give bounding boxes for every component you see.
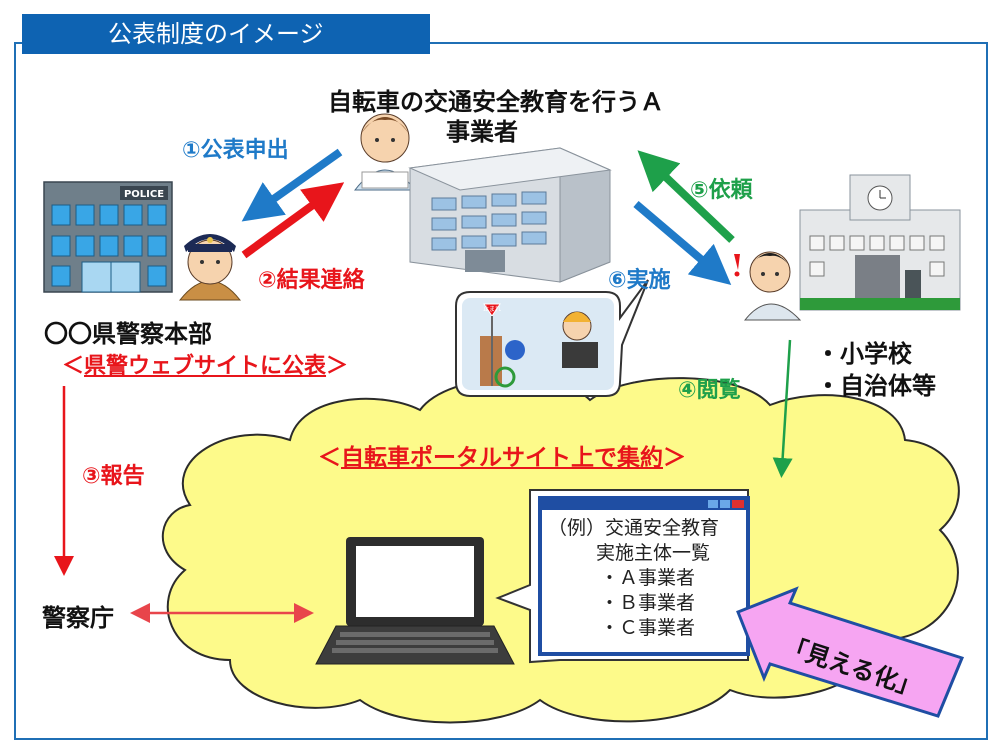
provider-name-line1: 自転車の交通安全教育を行うＡ (328, 88, 664, 116)
arrow-1-publish-request (241, 148, 343, 222)
step-2-label: ②結果連絡 (258, 268, 365, 293)
school-item-2: ・自治体等 (816, 372, 936, 400)
school-item-1: ・小学校 (816, 340, 912, 368)
publish-bracket-open: ＜ (62, 354, 85, 379)
stop-sign-text: 止まれ (483, 305, 501, 313)
office-building-icon (408, 147, 612, 283)
step-1-label: ①公表申出 (182, 138, 289, 163)
arrow-2-result-contact (241, 182, 345, 259)
arrow-5-request (637, 150, 735, 243)
list-item: ・Ｂ事業者 (600, 592, 696, 614)
provider-list: （例）交通安全教育 実施主体一覧 ・Ａ事業者 ・Ｂ事業者 ・Ｃ事業者 (548, 516, 719, 641)
police-officer-icon (178, 234, 242, 301)
step-5-label: ⑤依頼 (690, 178, 753, 203)
diagram-frame (14, 42, 988, 740)
teacher-person-icon (734, 251, 802, 321)
list-item: ・Ａ事業者 (600, 567, 696, 589)
list-heading-2: 実施主体一覧 (596, 542, 711, 564)
national-police-agency: 警察庁 (42, 604, 114, 632)
police-hq-name: 〇〇県警察本部 (44, 320, 212, 348)
implementation-bubble: 止まれ (455, 279, 649, 397)
list-heading-1: （例）交通安全教育 (548, 517, 720, 539)
step-3-label: ③報告 (82, 464, 145, 489)
publish-bracket-close: ＞ (326, 354, 349, 379)
step-6-label: ⑥実施 (608, 268, 671, 293)
cloud-bracket-open: ＜ (318, 445, 341, 471)
cloud-title-text: 自転車ポータルサイト上で集約 (341, 445, 663, 471)
provider-person-icon (353, 113, 417, 191)
diagram-title: 公表制度のイメージ (22, 14, 430, 54)
provider-name-line2: 事業者 (446, 118, 518, 146)
school-building-icon (799, 174, 961, 311)
police-sign-text: POLICE (124, 189, 164, 200)
cloud-title: ＜自転車ポータルサイト上で集約＞ (318, 438, 686, 472)
arrow-4-browse (772, 339, 793, 478)
police-building-icon: POLICE (43, 181, 173, 293)
laptop-icon (315, 537, 515, 665)
portal-window (495, 489, 750, 664)
police-hq-publish: ＜県警ウェブサイトに公表＞ (62, 348, 348, 380)
publish-text: 県警ウェブサイトに公表 (84, 354, 327, 379)
list-item: ・Ｃ事業者 (600, 617, 696, 639)
arrow-6-implementation (633, 200, 732, 285)
cloud-bracket-close: ＞ (663, 445, 686, 471)
step-4-label: ④閲覧 (678, 378, 741, 403)
visualization-callout (736, 586, 965, 718)
